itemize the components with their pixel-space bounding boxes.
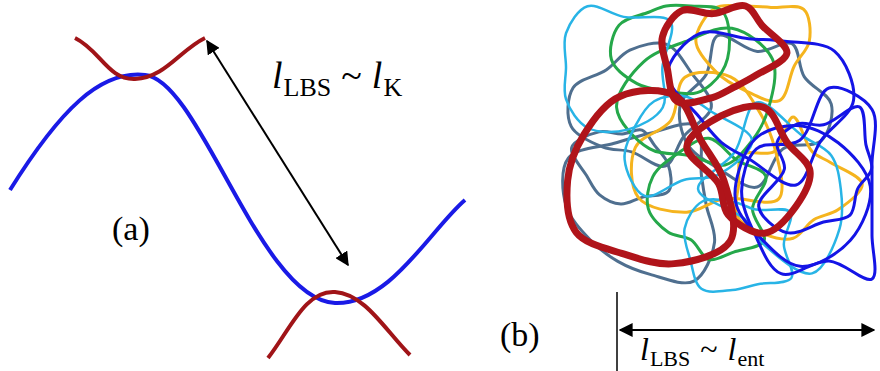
length-symbol: l <box>372 56 383 94</box>
panel-label: (b) <box>500 318 540 352</box>
chain-curve <box>10 75 465 303</box>
subscript: K <box>383 69 402 107</box>
formula-label: lLBS~lK <box>272 56 402 99</box>
dimension-tick <box>616 292 618 371</box>
tilde-symbol: ~ <box>700 333 717 365</box>
formula-label: lLBS~lent <box>640 333 764 369</box>
formula-label: (a) <box>112 212 150 246</box>
distance-arrow <box>207 41 348 265</box>
chain-loop <box>662 6 787 104</box>
crossing-chain <box>75 38 205 79</box>
entangled-chains <box>563 5 876 291</box>
subscript: ent <box>737 343 764 371</box>
subscript: LBS <box>650 343 690 371</box>
length-symbol: l <box>728 333 737 365</box>
chain-loop <box>687 106 810 233</box>
subscript: LBS <box>284 69 332 107</box>
formula-label: (b) <box>500 318 540 352</box>
length-symbol: l <box>272 56 283 94</box>
chain-loop <box>564 6 672 132</box>
chain-loop <box>696 5 810 101</box>
chain-loop <box>567 91 734 264</box>
dimension-arrow <box>620 329 874 331</box>
panel-label: (a) <box>112 212 150 246</box>
length-symbol: l <box>640 333 649 365</box>
tilde-symbol: ~ <box>341 56 362 94</box>
crossing-chain <box>268 292 410 358</box>
